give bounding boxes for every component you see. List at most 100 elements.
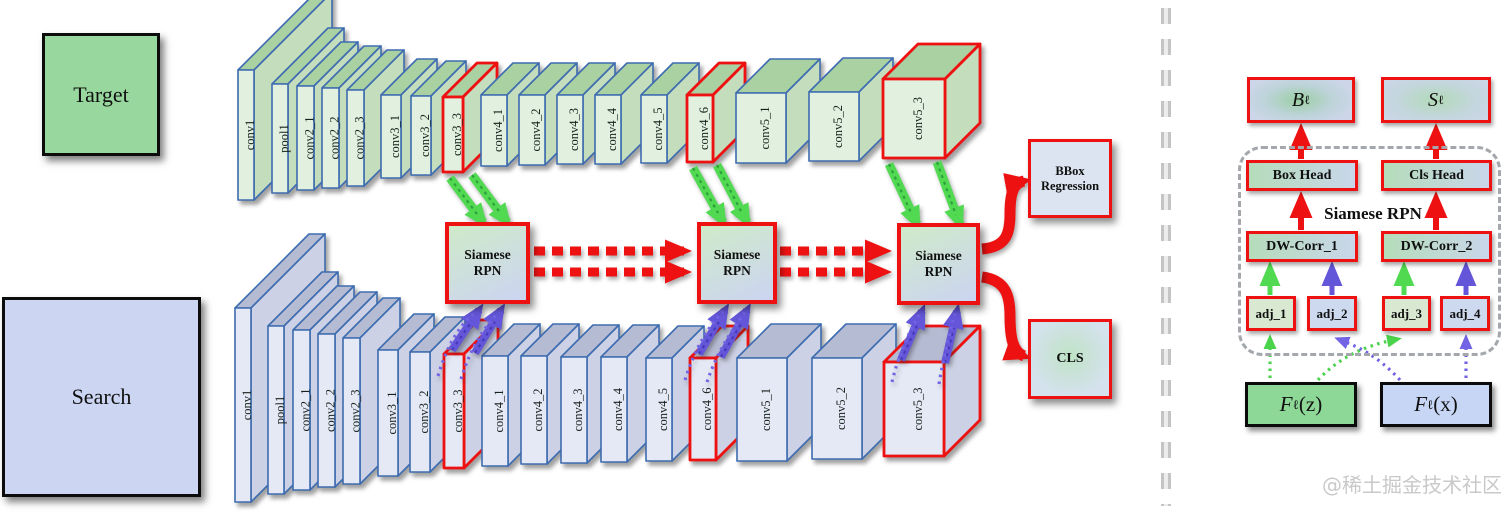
siamese-rpn-block-3: Siamese RPN — [897, 223, 980, 305]
target-layer-conv5_3: conv5_3 — [881, 42, 982, 160]
layer-label: pool1 — [273, 396, 287, 424]
panel-arrows — [1259, 123, 1477, 382]
siamese-rpn-block-2: Siamese RPN — [697, 222, 777, 304]
adj-2-label: adj_2 — [1316, 305, 1348, 321]
feature-z-subscript: ℓ — [1292, 396, 1299, 412]
adj-1-block: adj_1 — [1246, 296, 1296, 331]
layer-label: conv2_3 — [349, 389, 363, 432]
dw-corr-1-block: DW-Corr_1 — [1246, 231, 1358, 262]
layer-label: conv2_1 — [299, 388, 313, 431]
layer-label: conv4_4 — [605, 107, 619, 151]
score-tensor-subscript: ℓ — [1438, 92, 1444, 107]
cls-head-label: Cls Head — [1409, 167, 1464, 183]
search-layer-conv5_3: conv5_3 — [882, 324, 982, 458]
rpn-label-line1: Siamese — [915, 248, 962, 264]
bbox-regression-output: BBox Regression — [1028, 139, 1112, 218]
cls-head-block: Cls Head — [1381, 160, 1492, 191]
feature-x-symbol: F — [1414, 392, 1428, 416]
rpn-panel-title-text: Siamese RPN — [1324, 204, 1422, 223]
layer-label: conv4_6 — [697, 107, 711, 150]
layer-label: conv3_2 — [417, 390, 431, 433]
rpn-label-line2: RPN — [924, 264, 953, 279]
layer-label: conv4_5 — [656, 388, 670, 431]
rpn-label-line2: RPN — [723, 263, 751, 278]
dw-corr-2-label: DW-Corr_2 — [1400, 238, 1473, 254]
adj-3-label: adj_3 — [1390, 305, 1423, 321]
layer-label: conv4_1 — [491, 109, 505, 152]
siamese-rpn-block-1: Siamese RPN — [445, 222, 530, 304]
purple-feature-arrows — [436, 302, 964, 385]
box-head-label: Box Head — [1272, 167, 1332, 183]
layer-label: conv4_6 — [700, 387, 714, 430]
green-feature-arrows — [446, 160, 965, 232]
layer-label: conv3_3 — [451, 389, 465, 432]
cls-output: CLS — [1028, 319, 1112, 399]
adj-1-label: adj_1 — [1255, 305, 1287, 321]
search-layer-conv5_1: conv5_1 — [736, 323, 822, 462]
rpn-dashed-boundary — [1238, 146, 1501, 356]
layer-label: conv1 — [243, 120, 257, 151]
rpn-label-line1: Siamese — [713, 247, 761, 263]
rpn-connection-arrows — [534, 239, 892, 284]
feature-x-arg: (x) — [1433, 392, 1458, 416]
search-label: Search — [71, 384, 132, 410]
layer-label: conv4_1 — [492, 389, 506, 432]
rpn-panel-title: Siamese RPN — [1288, 203, 1458, 225]
target-layer-conv4_5: conv4_5 — [640, 62, 700, 164]
box-head-block: Box Head — [1246, 160, 1358, 191]
cls-label: CLS — [1056, 350, 1084, 366]
layer-label: conv1 — [240, 390, 254, 421]
layer-label: conv2_3 — [353, 116, 367, 159]
layer-label: pool1 — [277, 124, 291, 152]
adj-4-block: adj_4 — [1440, 296, 1490, 331]
feature-z-arg: (z) — [1298, 392, 1323, 416]
target-conv-stack: conv1 pool1 conv2_1 conv2_2 conv2_3 conv3_1 co… — [237, 0, 982, 201]
dw-corr-2-block: DW-Corr_2 — [1381, 231, 1492, 262]
target-label: Target — [73, 81, 129, 107]
layer-label: conv5_3 — [911, 97, 925, 140]
layer-label: conv5_1 — [758, 106, 772, 149]
target-layer-conv4_4: conv4_4 — [594, 62, 654, 165]
bbox-label-line1: BBox — [1055, 164, 1085, 179]
layer-label: conv3_2 — [418, 114, 432, 157]
layer-label: conv5_2 — [834, 387, 848, 430]
feature-x-subscript: ℓ — [1427, 396, 1434, 412]
bbox-tensor-symbol: B — [1291, 88, 1305, 111]
layer-label: conv2_2 — [328, 116, 342, 159]
target-input-box: Target — [42, 33, 160, 156]
adj-2-block: adj_2 — [1307, 296, 1357, 331]
target-layer-conv5_1: conv5_1 — [735, 58, 821, 164]
feature-z-symbol: F — [1279, 392, 1293, 416]
layer-label: conv3_3 — [450, 113, 464, 156]
layer-label: conv3_1 — [385, 391, 399, 434]
output-arrows — [980, 173, 1032, 362]
layer-label: conv4_3 — [567, 108, 581, 151]
layer-label: conv5_3 — [911, 387, 925, 430]
layer-label: conv4_4 — [611, 387, 625, 431]
bbox-label-line2: Regression — [1040, 178, 1100, 193]
dw-corr-1-label: DW-Corr_1 — [1266, 238, 1338, 254]
layer-label: conv2_2 — [324, 389, 338, 432]
layer-label: conv2_1 — [303, 116, 317, 159]
rpn-label-line1: Siamese — [464, 247, 511, 263]
layer-label: conv4_2 — [529, 108, 543, 151]
adj-4-label: adj_4 — [1449, 305, 1481, 321]
watermark: @稀土掘金技术社区 — [1322, 473, 1502, 497]
layer-label: conv5_1 — [759, 388, 773, 431]
layer-label: conv4_3 — [571, 388, 585, 431]
layer-label: conv5_2 — [831, 105, 845, 148]
search-conv-stack: conv1 pool1 conv2_1 conv2_2 conv2_3 conv3_1 co… — [234, 233, 982, 503]
layer-label: conv4_2 — [531, 388, 545, 431]
adj-3-block: adj_3 — [1382, 296, 1431, 331]
layer-label: conv3_1 — [388, 115, 402, 158]
layer-label: conv4_5 — [651, 107, 665, 150]
search-input-box: Search — [2, 297, 201, 497]
bbox-tensor-subscript: ℓ — [1304, 92, 1311, 107]
